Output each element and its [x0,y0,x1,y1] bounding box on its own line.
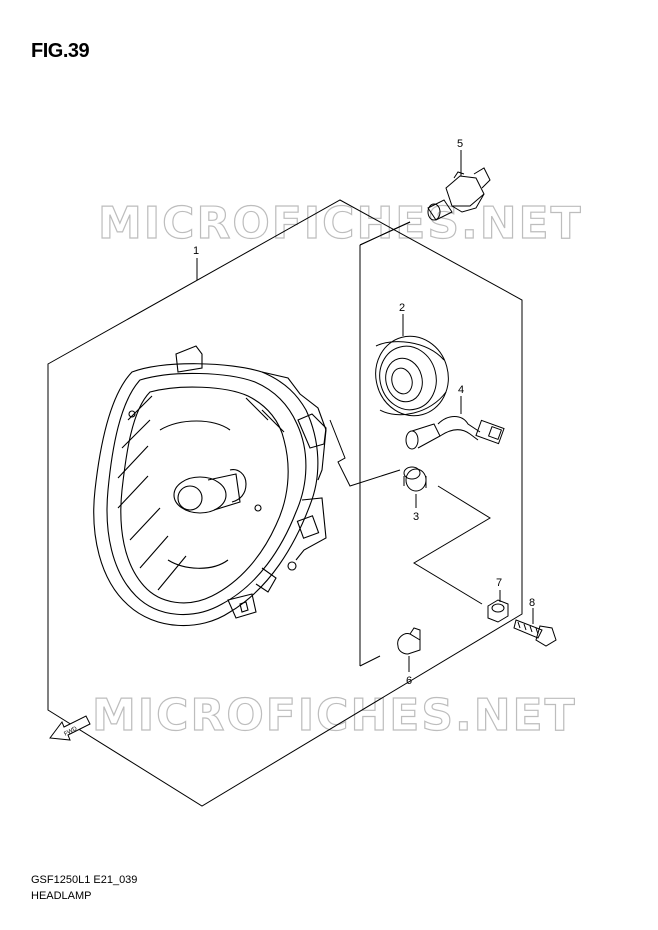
callout-1: 1 [193,245,199,257]
bulb-socket-harness [405,416,505,450]
callout-5: 5 [457,138,463,150]
mounting-bolt [513,619,557,647]
callout-7: 7 [496,577,502,589]
model-code: GSF1250L1 E21_039 [31,874,138,886]
callout-3: 3 [413,511,419,523]
leader-zigzag [329,419,401,487]
part-name: HEADLAMP [31,890,92,902]
assembly-outline [47,199,523,807]
headlamp-housing [93,345,327,627]
headlamp-cap [375,335,449,417]
position-bulb [397,627,421,655]
callout-8: 8 [529,597,535,609]
callout-6: 6 [406,675,412,687]
watermark-bottom: MICROFICHES.NET [92,690,577,741]
fwd-arrow-icon: FWD [49,715,91,741]
headlight-bulb [427,167,491,221]
callout-2: 2 [399,302,405,314]
figure-title: FIG.39 [31,40,90,62]
watermark-top: MICROFICHES.NET [98,198,583,249]
mounting-nut [487,599,509,623]
callout-leaders [196,150,534,672]
callout-4: 4 [458,384,464,396]
grommet [403,466,427,492]
